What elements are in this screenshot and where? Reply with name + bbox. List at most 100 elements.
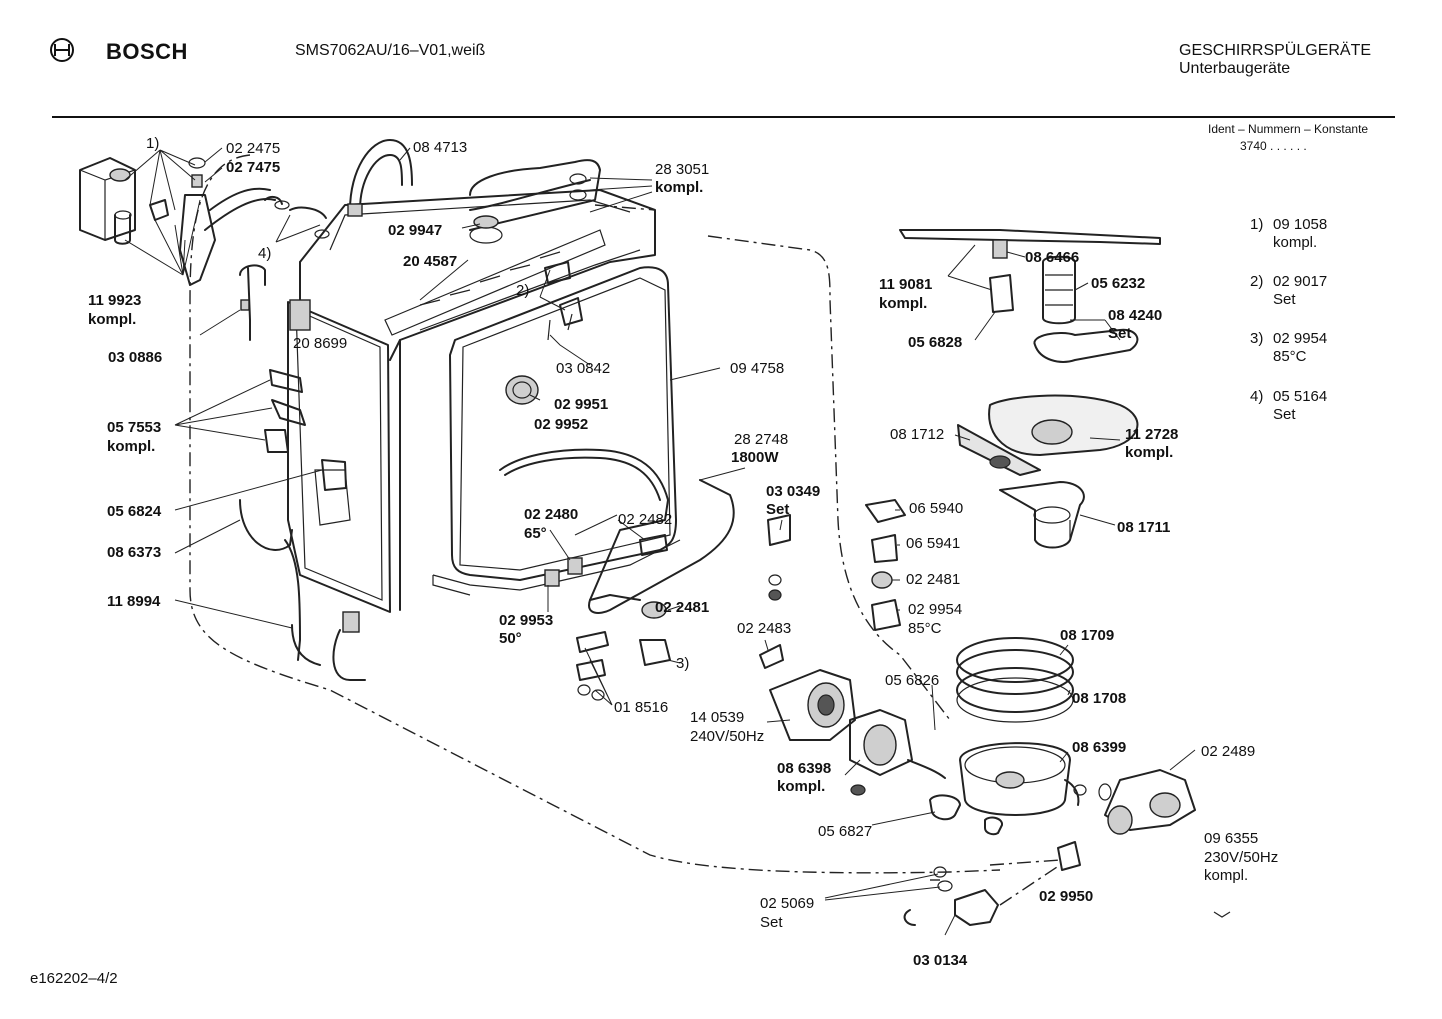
- part-number: 02 5069: [760, 895, 814, 912]
- part-number: 11 9081: [879, 276, 932, 293]
- legend: 1) 09 1058 kompl. 2) 02 9017 Set 3) 02 9…: [1250, 216, 1327, 423]
- part-number: 02 9947: [388, 222, 442, 239]
- part-note: kompl.: [1204, 867, 1248, 884]
- part-number: 05 6826: [885, 672, 939, 689]
- heater-element: [499, 448, 735, 614]
- tub-body: [299, 139, 681, 611]
- part-number: 02 9950: [1039, 888, 1093, 905]
- legend-note: 85°C: [1273, 348, 1307, 365]
- part-note: 65°: [524, 525, 547, 542]
- part-number: 02 2481: [655, 599, 709, 616]
- part-number: 14 0539: [690, 709, 744, 726]
- callout-ref: 2): [516, 282, 529, 299]
- callout-ref: 4): [258, 245, 271, 262]
- legend-note: kompl.: [1273, 234, 1317, 251]
- part-number: 02 2480: [524, 506, 578, 523]
- legend-key: 3): [1250, 330, 1263, 347]
- part-number: 02 2483: [737, 620, 791, 637]
- part-note: 1800W: [731, 449, 779, 466]
- part-note: 85°C: [908, 620, 942, 637]
- part-note: kompl.: [777, 778, 825, 795]
- part-number: 05 6232: [1091, 275, 1145, 292]
- part-number: 02 2475: [226, 140, 280, 157]
- part-number: 03 0886: [108, 349, 162, 366]
- part-note: 240V/50Hz: [690, 728, 764, 745]
- part-number: 08 6399: [1072, 739, 1126, 756]
- legend-note: Set: [1273, 406, 1296, 423]
- part-number: 08 1709: [1060, 627, 1114, 644]
- chevron-down-icon: [1213, 911, 1231, 918]
- part-number: 06 5941: [906, 535, 960, 552]
- part-number: 11 9923: [88, 292, 141, 309]
- part-number: 02 2482: [618, 511, 672, 528]
- part-number: 02 9952: [534, 416, 588, 433]
- part-number: 08 1708: [1072, 690, 1126, 707]
- part-note: kompl.: [88, 311, 136, 328]
- sump-assembly: [929, 637, 1087, 836]
- part-number: 02 9954: [908, 601, 962, 618]
- part-number: 28 3051: [655, 161, 709, 178]
- appliance-category: GESCHIRRSPÜLGERÄTE: [1179, 41, 1371, 59]
- drain-parts: [903, 841, 1081, 926]
- part-number: 11 8994: [107, 593, 161, 610]
- legend-note: Set: [1273, 291, 1296, 308]
- part-number: 05 6824: [107, 503, 162, 520]
- part-note: Set: [766, 501, 789, 518]
- appliance-subcategory: Unterbaugeräte: [1179, 60, 1290, 77]
- legend-part: 02 9954: [1273, 330, 1327, 347]
- legend-key: 1): [1250, 216, 1263, 233]
- valve-parts: [865, 499, 906, 631]
- part-number: 02 9953: [499, 612, 553, 629]
- model-number: SMS7062AU/16–V01,weiß: [295, 42, 486, 59]
- leader-lines: [124, 147, 1196, 936]
- part-number: 08 6466: [1025, 249, 1079, 266]
- part-note: kompl.: [879, 295, 927, 312]
- legend-part: 02 9017: [1273, 273, 1327, 290]
- brand-name: BOSCH: [106, 39, 188, 64]
- part-note: kompl.: [1125, 444, 1173, 461]
- part-note: 50°: [499, 630, 522, 647]
- part-number: 03 0349: [766, 483, 820, 500]
- part-note: Set: [760, 914, 783, 931]
- part-number: 08 6398: [777, 760, 831, 777]
- part-number: 08 4713: [413, 139, 467, 156]
- part-number: 05 6827: [818, 823, 872, 840]
- part-number: 09 4758: [730, 360, 784, 377]
- ident-value: 3740 . . . . . .: [1240, 139, 1307, 153]
- legend-key: 4): [1250, 388, 1263, 405]
- circulation-pump: [769, 669, 946, 796]
- part-number: 11 2728: [1125, 426, 1178, 443]
- part-number: 02 9951: [554, 396, 608, 413]
- ident-title: Ident – Nummern – Konstante: [1208, 122, 1368, 136]
- part-note: 230V/50Hz: [1204, 849, 1278, 866]
- spray-arm-assembly: [899, 229, 1161, 549]
- part-number: 20 4587: [403, 253, 457, 270]
- water-softener-unit: [79, 157, 330, 311]
- part-number: 05 6828: [908, 334, 962, 351]
- part-note: kompl.: [107, 438, 155, 455]
- part-number: 03 0134: [913, 952, 968, 969]
- part-number: 02 7475: [226, 159, 280, 176]
- part-number: 08 1711: [1117, 519, 1170, 536]
- part-number: 28 2748: [734, 431, 788, 448]
- document-id: e162202–4/2: [30, 970, 118, 987]
- side-plate: [239, 264, 391, 681]
- part-number: 01 8516: [614, 699, 668, 716]
- legend-part: 09 1058: [1273, 216, 1327, 233]
- part-number: 08 4240: [1108, 307, 1162, 324]
- part-number: 02 2481: [906, 571, 960, 588]
- part-number: 06 5940: [909, 500, 963, 517]
- part-number: 03 0842: [556, 360, 610, 377]
- legend-key: 2): [1250, 273, 1263, 290]
- part-note: kompl.: [655, 179, 703, 196]
- callouts: 1) 02 2475 02 7475 08 4713 28 3051 kompl…: [88, 135, 1278, 969]
- bosch-armature-icon: [50, 38, 74, 62]
- part-number: 05 7553: [107, 419, 161, 436]
- callout-ref: 1): [146, 135, 159, 152]
- part-number: 09 6355: [1204, 830, 1258, 847]
- part-number: 02 2489: [1201, 743, 1255, 760]
- inlet-valve: [1098, 769, 1196, 835]
- bosch-logo: BOSCH: [50, 38, 188, 64]
- part-number: 08 6373: [107, 544, 161, 561]
